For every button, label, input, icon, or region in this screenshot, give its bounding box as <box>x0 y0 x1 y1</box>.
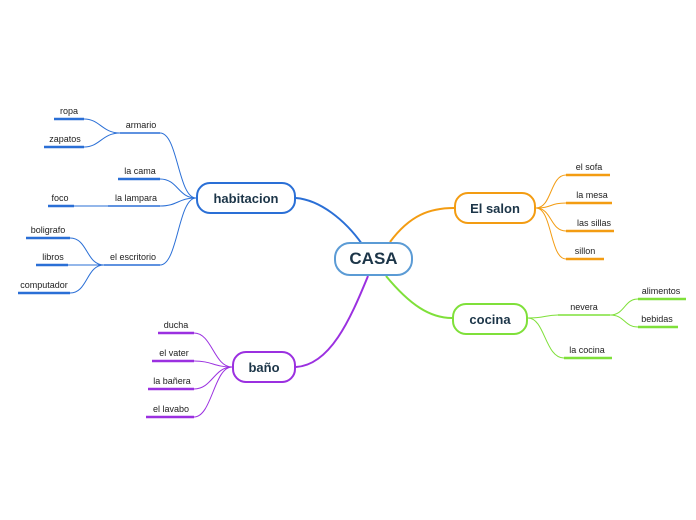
link-habitacion-la-cama <box>159 178 197 199</box>
subtopic-el-sofa[interactable]: el sofa <box>575 162 603 172</box>
subtopic-sillon[interactable]: sillon <box>574 246 596 256</box>
subtopic-el-lavabo[interactable]: el lavabo <box>152 404 190 414</box>
central-topic[interactable]: CASA <box>334 242 413 276</box>
subtopic-la-cocina[interactable]: la cocina <box>569 345 605 355</box>
subtopic-la-cama[interactable]: la cama <box>124 166 156 176</box>
topic-bano[interactable]: baño <box>232 351 296 383</box>
link-center-el-salon <box>389 207 455 243</box>
subtopic-foco[interactable]: foco <box>51 193 69 203</box>
subtopic-ducha[interactable]: ducha <box>163 320 189 330</box>
subtopic-la-banera[interactable]: la bañera <box>153 376 191 386</box>
link-salon-el-sofa <box>535 174 567 209</box>
link-bano-la-banera <box>193 366 233 390</box>
link-salon-la-mesa <box>535 202 567 209</box>
subtopic-el-vater[interactable]: el vater <box>159 348 189 358</box>
subtopic-la-lampara[interactable]: la lampara <box>114 193 158 203</box>
subtopic-armario[interactable]: armario <box>125 120 157 130</box>
subtopic-computador[interactable]: computador <box>20 280 68 290</box>
link-nevera-bebidas <box>609 314 639 328</box>
link-salon-las-sillas <box>535 207 567 232</box>
topic-cocina[interactable]: cocina <box>452 303 528 335</box>
link-habitacion-la-lampara <box>159 197 197 207</box>
link-escritorio-computador <box>69 264 105 294</box>
subtopic-ropa[interactable]: ropa <box>59 106 79 116</box>
link-cocina-la-cocina <box>527 317 565 359</box>
link-center-cocina <box>385 275 453 319</box>
subtopic-bebidas[interactable]: bebidas <box>641 314 673 324</box>
subtopic-la-mesa[interactable]: la mesa <box>576 190 608 200</box>
subtopic-alimentos[interactable]: alimentos <box>641 286 681 296</box>
link-bano-el-lavabo <box>193 366 233 418</box>
subtopic-el-escritorio[interactable]: el escritorio <box>109 252 157 262</box>
subtopic-nevera[interactable]: nevera <box>570 302 598 312</box>
link-cocina-nevera <box>527 314 559 319</box>
link-center-bano <box>295 275 369 368</box>
link-armario-ropa <box>83 118 121 134</box>
link-bano-el-vater <box>193 360 233 368</box>
link-salon-sillon <box>535 207 567 260</box>
topic-habitacion[interactable]: habitacion <box>196 182 296 214</box>
subtopic-boligrafo[interactable]: boligrafo <box>30 225 66 235</box>
link-center-habitacion <box>295 197 363 245</box>
subtopic-zapatos[interactable]: zapatos <box>49 134 81 144</box>
link-habitacion-el-escritorio <box>159 197 197 266</box>
link-bano-ducha <box>193 332 233 368</box>
link-habitacion-armario <box>159 132 197 199</box>
subtopic-las-sillas[interactable]: las sillas <box>576 218 612 228</box>
link-nevera-alimentos <box>609 298 639 316</box>
topic-el-salon[interactable]: El salon <box>454 192 536 224</box>
subtopic-libros[interactable]: libros <box>42 252 64 262</box>
link-escritorio-boligrafo <box>69 237 105 266</box>
link-armario-zapatos <box>83 132 121 148</box>
